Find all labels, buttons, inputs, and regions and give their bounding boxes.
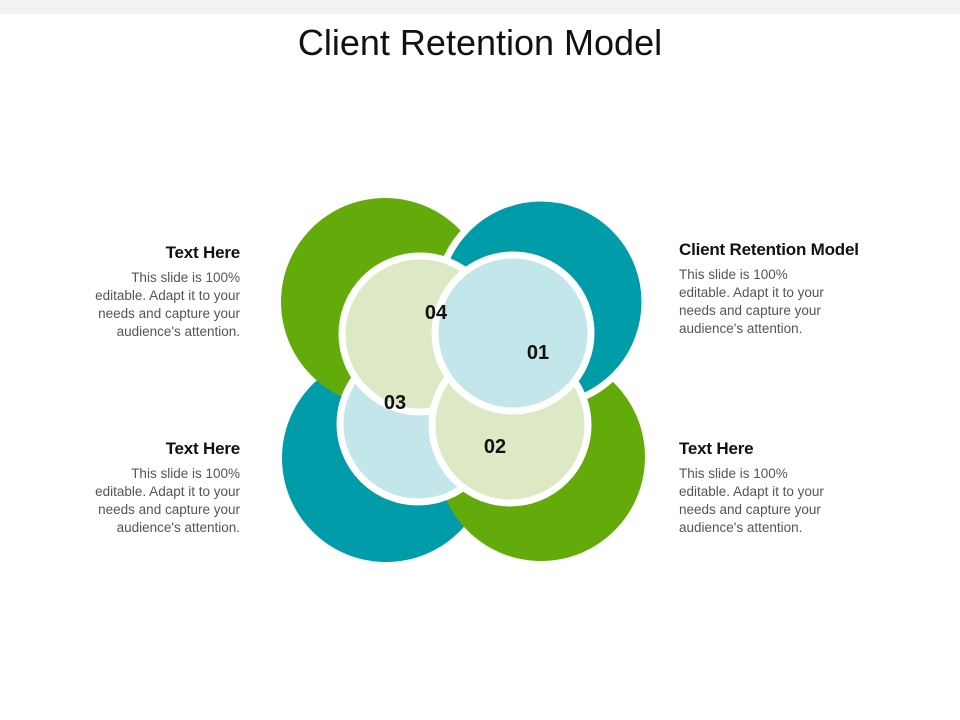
text-line: editable. Adapt it to your — [679, 285, 824, 300]
text-line: This slide is 100% — [131, 270, 240, 285]
text-line: audience's attention. — [116, 324, 240, 339]
text-line: This slide is 100% — [131, 466, 240, 481]
text-line: needs and capture your — [98, 306, 240, 321]
text-line: editable. Adapt it to your — [95, 288, 240, 303]
text-block-title: Text Here — [165, 243, 241, 262]
text-block-body: This slide is 100% editable. Adapt it to… — [0, 465, 240, 537]
text-block-bottom-right: Text Here This slide is 100% editable. A… — [679, 439, 919, 537]
text-line: editable. Adapt it to your — [679, 484, 824, 499]
text-line: needs and capture your — [679, 303, 821, 318]
text-line: editable. Adapt it to your — [95, 484, 240, 499]
segment-number-04: 04 — [425, 302, 448, 324]
text-line: audience's attention. — [116, 520, 240, 535]
text-block-body: This slide is 100% editable. Adapt it to… — [679, 465, 919, 537]
text-block-body: This slide is 100% editable. Adapt it to… — [679, 266, 939, 338]
segment-number-02: 02 — [484, 436, 506, 458]
text-block-body: This slide is 100% editable. Adapt it to… — [0, 269, 240, 341]
text-block-top-right: Client Retention Model This slide is 100… — [679, 240, 939, 338]
top-strip — [0, 0, 960, 14]
segment-number-03: 03 — [384, 392, 406, 414]
text-block-top-left: Text Here This slide is 100% editable. A… — [0, 243, 240, 341]
segment-number-01: 01 — [527, 342, 549, 364]
text-line: audience's attention. — [679, 321, 803, 336]
text-block-title: Client Retention Model — [679, 240, 859, 259]
inner-circle-01 — [431, 251, 595, 415]
text-line: needs and capture your — [98, 502, 240, 517]
text-block-bottom-left: Text Here This slide is 100% editable. A… — [0, 439, 240, 537]
text-line: This slide is 100% — [679, 267, 788, 282]
slide-title: Client Retention Model — [297, 22, 663, 63]
text-line: needs and capture your — [679, 502, 821, 517]
text-block-title: Text Here — [679, 439, 754, 458]
text-block-title: Text Here — [165, 439, 241, 458]
text-line: audience's attention. — [679, 520, 803, 535]
text-line: This slide is 100% — [679, 466, 788, 481]
